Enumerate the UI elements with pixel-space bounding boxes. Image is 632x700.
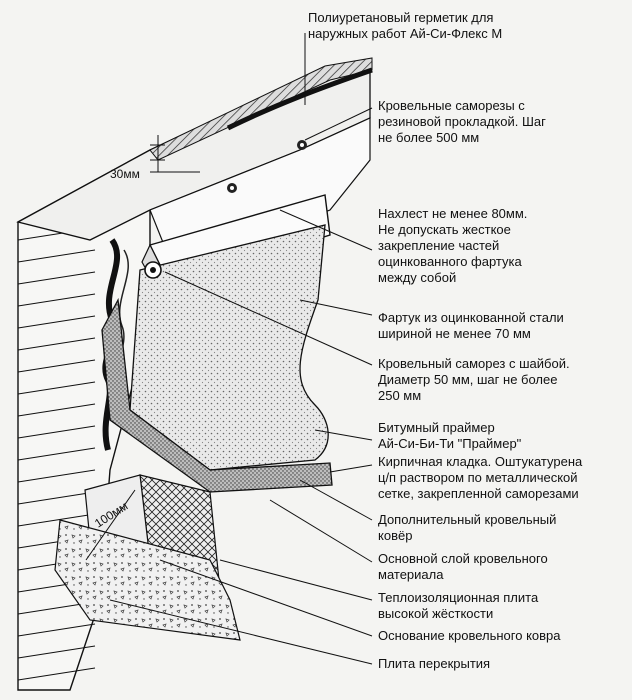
brick-course: [17, 469, 96, 483]
brick-course: [17, 645, 96, 659]
brick-course: [17, 491, 96, 505]
brick-course: [17, 359, 96, 373]
brick-course: [17, 447, 96, 461]
extra-roofing-layer: [129, 224, 329, 471]
label-extra-layer: Дополнительный кровельный ковёр: [378, 512, 560, 543]
screw-gasket: [227, 140, 307, 193]
label-brickwork: Кирпичная кладка. Оштукатурена ц/п раств…: [378, 454, 586, 501]
floor-slab: [54, 519, 241, 641]
screw-washer: [144, 261, 162, 279]
brick-course: [17, 315, 96, 329]
label-screw-washer: Кровельный саморез с шайбой. Диаметр 50 …: [378, 356, 573, 403]
label-sealant: Полиуретановый герметик для наружных раб…: [308, 10, 502, 41]
label-slab: Плита перекрытия: [378, 656, 490, 671]
brick-wall: [17, 148, 151, 691]
label-primer: Битумный праймер Ай-Си-Би-Ти "Праймер": [378, 420, 522, 451]
brick-course: [17, 403, 96, 417]
brick-course: [17, 381, 96, 395]
brick-course: [17, 337, 96, 351]
label-insulation: Теплоизоляционная плита высокой жёсткост…: [378, 590, 542, 621]
label-overlap: Нахлест не менее 80мм. Не допускать жест…: [378, 206, 531, 285]
brick-course: [17, 249, 96, 263]
brick-course: [17, 271, 96, 285]
brick-course: [17, 293, 96, 307]
label-main-layer: Основной слой кровельного материала: [378, 551, 551, 582]
brick-course: [17, 623, 96, 637]
label-screws-gasket: Кровельные саморезы с резиновой прокладк…: [378, 98, 549, 145]
brick-course: [17, 513, 96, 527]
dimension-30mm-text: 30мм: [110, 167, 140, 181]
dimension-30mm: 30мм: [110, 135, 200, 181]
brick-course: [17, 425, 96, 439]
brick-course: [17, 667, 96, 681]
label-base: Основание кровельного ковра: [378, 628, 561, 643]
main-roofing-layer: [101, 297, 333, 493]
leader-lines: [109, 33, 373, 665]
label-apron: Фартук из оцинкованной стали шириной не …: [378, 310, 567, 341]
sealant-bead: [226, 67, 373, 131]
